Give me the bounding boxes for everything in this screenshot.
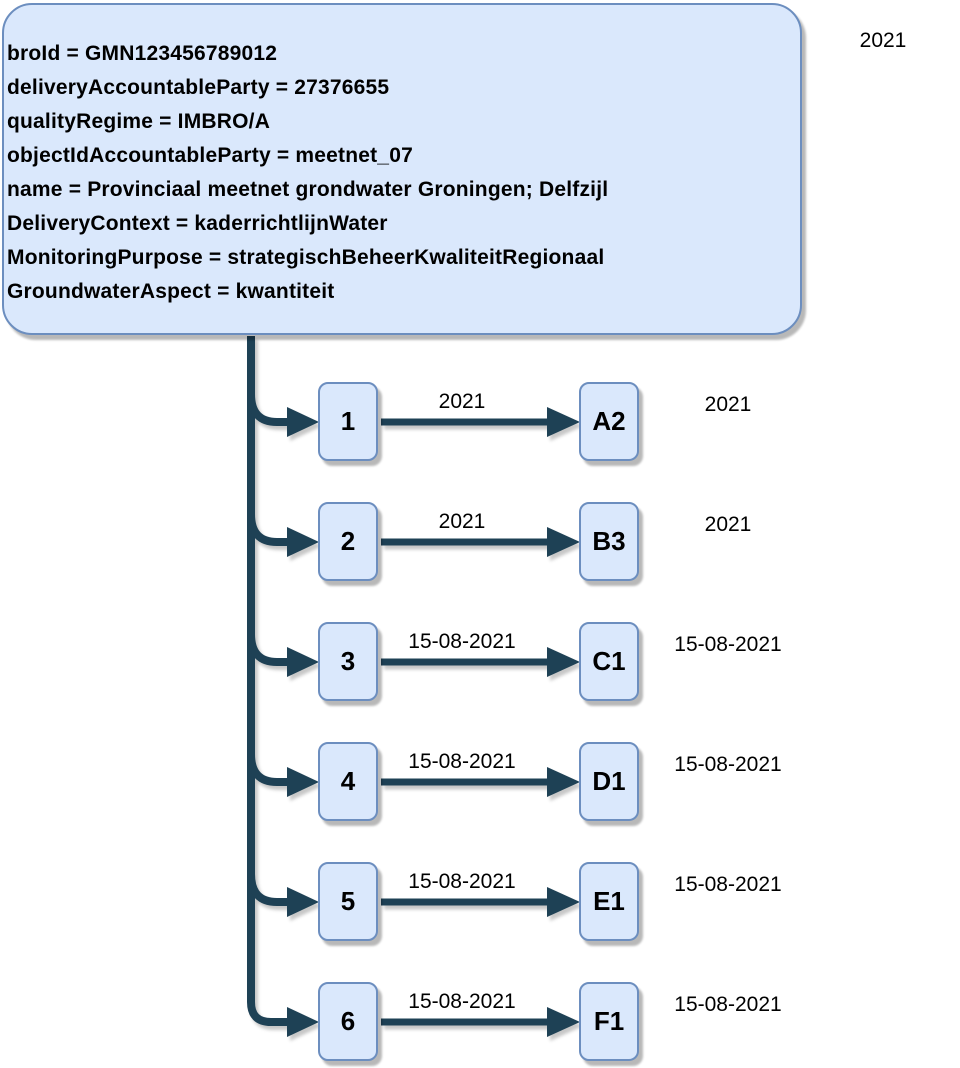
row-date-label: 15-08-2021 [674, 873, 782, 896]
edge-date-label: 15-08-2021 [408, 990, 516, 1013]
diagram-row-1: 1 2021 A2 2021 [0, 382, 960, 462]
diagram-row-6: 6 15-08-2021 F1 15-08-2021 [0, 982, 960, 1062]
source-node: 6 [318, 982, 378, 1061]
root-attribute-line: MonitoringPurpose = strategischBeheerKwa… [7, 246, 605, 269]
branch-arrowhead-icon [287, 527, 319, 557]
source-node-label: 6 [340, 1006, 356, 1036]
source-node: 3 [318, 622, 378, 701]
year-label-top-right: 2021 [859, 29, 907, 52]
source-node: 4 [318, 742, 378, 821]
root-attribute-line: broId = GMN123456789012 [7, 42, 278, 65]
edge-date-label: 15-08-2021 [408, 630, 516, 653]
diagram-row-2: 2 2021 B3 2021 [0, 502, 960, 582]
root-attributes: broId = GMN123456789012 deliveryAccounta… [7, 37, 802, 309]
mid-arrowhead-icon [547, 767, 580, 797]
root-node-box: broId = GMN123456789012 deliveryAccounta… [2, 3, 802, 335]
target-node: E1 [579, 862, 639, 941]
root-attribute-line: GroundwaterAspect = kwantiteit [7, 280, 335, 303]
source-node-label: 2 [340, 526, 356, 556]
target-node: D1 [579, 742, 639, 821]
root-attribute-line: deliveryAccountableParty = 27376655 [7, 76, 390, 99]
diagram-row-5: 5 15-08-2021 E1 15-08-2021 [0, 862, 960, 942]
edge-date-label: 2021 [438, 390, 486, 413]
branch-arrowhead-icon [287, 887, 319, 917]
root-attribute-line: DeliveryContext = kaderrichtlijnWater [7, 212, 388, 235]
target-node-label: F1 [593, 1006, 625, 1036]
root-attribute-line: name = Provinciaal meetnet grondwater Gr… [7, 178, 609, 201]
source-node: 5 [318, 862, 378, 941]
row-date-label: 15-08-2021 [674, 993, 782, 1016]
target-node: F1 [579, 982, 639, 1061]
row-date-label: 2021 [704, 393, 752, 416]
row-date-label: 15-08-2021 [674, 633, 782, 656]
branch-elbow-row-5 [247, 873, 287, 906]
target-node-label: E1 [593, 886, 625, 916]
edge-date-label: 2021 [438, 510, 486, 533]
edge-date-label: 15-08-2021 [408, 870, 516, 893]
branch-elbow-row-1 [247, 393, 287, 426]
row-date-label: 15-08-2021 [674, 753, 782, 776]
source-node: 1 [318, 382, 378, 461]
branch-arrowhead-icon [287, 647, 319, 677]
diagram-row-4: 4 15-08-2021 D1 15-08-2021 [0, 742, 960, 822]
source-node-label: 4 [340, 766, 356, 796]
edge-date-label: 15-08-2021 [408, 750, 516, 773]
branch-arrowhead-icon [287, 767, 319, 797]
mid-arrowhead-icon [547, 527, 580, 557]
row-date-label: 2021 [704, 513, 752, 536]
mid-arrowhead-icon [547, 887, 580, 917]
source-node-label: 5 [340, 886, 356, 916]
target-node-label: C1 [592, 646, 626, 676]
mid-arrowhead-icon [547, 407, 580, 437]
target-node: C1 [579, 622, 639, 701]
source-node: 2 [318, 502, 378, 581]
root-attribute-line: objectIdAccountableParty = meetnet_07 [7, 144, 413, 167]
trunk-connector-line [247, 336, 287, 1026]
source-node-label: 1 [340, 406, 356, 436]
branch-elbow-row-4 [247, 753, 287, 786]
branch-arrowhead-icon [287, 407, 319, 437]
branch-elbow-row-2 [247, 513, 287, 546]
mid-arrowhead-icon [547, 647, 580, 677]
branch-elbow-row-3 [247, 633, 287, 666]
target-node: A2 [579, 382, 639, 461]
diagram-row-3: 3 15-08-2021 C1 15-08-2021 [0, 622, 960, 702]
branch-arrowhead-icon [287, 1007, 319, 1037]
root-attribute-line: qualityRegime = IMBRO/A [7, 110, 271, 133]
mid-arrowhead-icon [547, 1007, 580, 1037]
target-node-label: D1 [592, 766, 626, 796]
target-node-label: A2 [592, 406, 626, 436]
target-node: B3 [579, 502, 639, 581]
target-node-label: B3 [592, 526, 626, 556]
source-node-label: 3 [340, 646, 356, 676]
